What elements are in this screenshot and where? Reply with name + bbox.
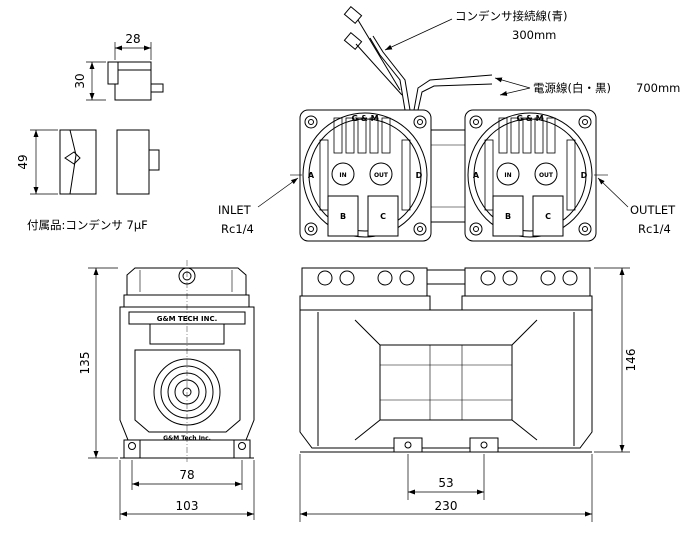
- brand-fan: G&M Tech Inc.: [163, 435, 211, 442]
- front-dim-width: [119, 460, 255, 520]
- dim-width-front: 103: [176, 499, 199, 513]
- port-d-left: D: [416, 171, 423, 180]
- cap-wire-length: 300mm: [512, 28, 557, 42]
- cap-wire-label: コンデンサ接続線(青): [455, 9, 568, 23]
- capacitor-dim-width: [114, 42, 152, 60]
- front-dim-feet: [131, 460, 243, 490]
- dim-height-front: 135: [78, 352, 92, 375]
- outlet-leader: [597, 177, 629, 208]
- brand-top-left: G & M: [351, 114, 378, 123]
- dim-cap-height: 30: [73, 73, 87, 88]
- brand-body: G&M TECH INC.: [157, 315, 218, 323]
- dim-height-side: 146: [624, 349, 638, 372]
- wire-leaders: [384, 18, 531, 96]
- outlet-thread: Rc1/4: [638, 222, 671, 236]
- inlet-thread: Rc1/4: [221, 222, 254, 236]
- inlet-leader: [257, 177, 299, 208]
- dim-mount-spacing: 53: [438, 476, 453, 490]
- side-dim-height: [594, 267, 630, 453]
- side-dim-width: [299, 454, 593, 522]
- port-out-left: OUT: [374, 172, 389, 179]
- outlet-label: OUTLET: [630, 203, 676, 217]
- port-a-left: A: [308, 171, 315, 180]
- side-dim-mount: [407, 454, 485, 500]
- power-wire-label: 電源線(白・黒): [533, 81, 611, 95]
- power-wire-length: 700mm: [636, 81, 681, 95]
- capacitor-front-view: [59, 129, 97, 195]
- capacitor-side-view: [116, 129, 160, 195]
- dim-width-feet: 78: [179, 468, 194, 482]
- pump-top-view: [290, 109, 608, 242]
- capacitor-top-view: [107, 61, 164, 101]
- dim-width-side: 230: [435, 499, 458, 513]
- accessory-note: 付属品:コンデンサ 7μF: [27, 218, 148, 232]
- dim-cap-width: 28: [125, 32, 140, 46]
- cap-wires: [343, 5, 411, 111]
- pump-side-view: [299, 267, 593, 453]
- port-b-left: B: [340, 212, 346, 221]
- capacitor-dim-height: [86, 61, 106, 101]
- capacitor-dim-side: [30, 129, 58, 195]
- port-out-right: OUT: [539, 172, 554, 179]
- port-d-right: D: [581, 171, 588, 180]
- front-dim-height: [88, 267, 118, 459]
- port-a-right: A: [473, 171, 480, 180]
- brand-top-right: G & M: [516, 114, 543, 123]
- port-c-right: C: [545, 212, 551, 221]
- pump-front-view: [119, 260, 255, 462]
- port-in-right: IN: [504, 172, 511, 179]
- inlet-label: INLET: [218, 203, 251, 217]
- port-in-left: IN: [339, 172, 346, 179]
- dim-cap-side: 49: [16, 154, 30, 169]
- port-c-left: C: [380, 212, 386, 221]
- port-b-right: B: [505, 212, 511, 221]
- power-wires: [413, 74, 493, 111]
